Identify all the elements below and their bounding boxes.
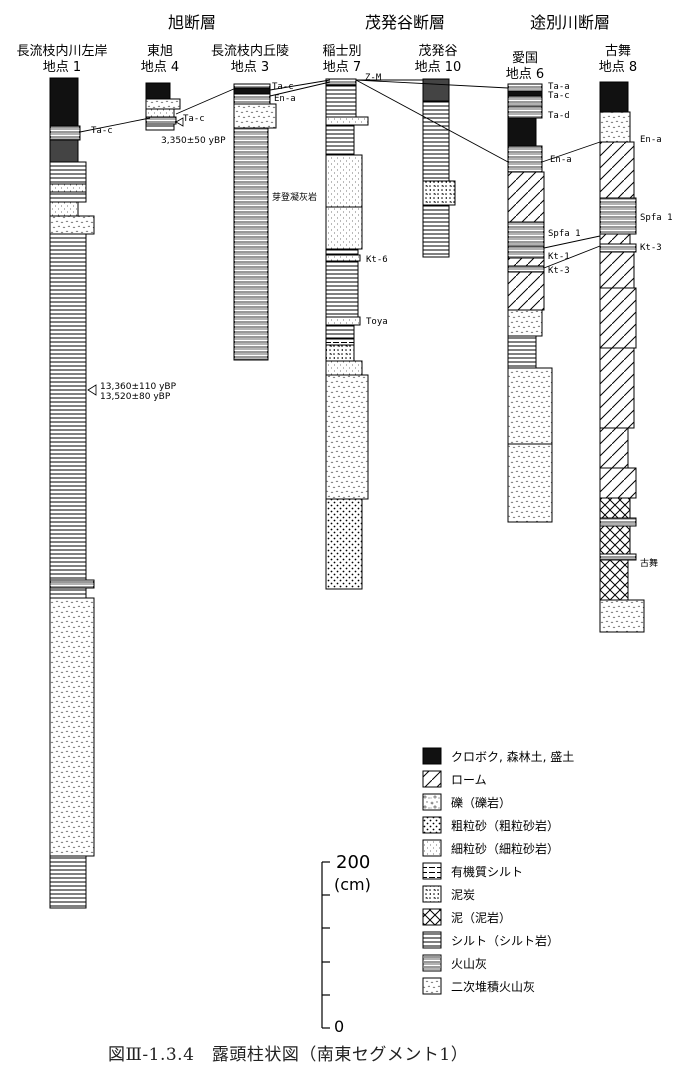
formation-note: 芽登凝灰岩 <box>272 191 317 203</box>
column-name: 東旭 <box>147 43 173 59</box>
column-name: 長流枝内川左岸 <box>16 43 107 59</box>
column-site-4 <box>145 82 181 131</box>
column-site-10 <box>422 78 456 258</box>
legend-label: 二次堆積火山灰 <box>451 979 535 994</box>
legend: クロボク, 森林土, 盛土 ローム 礫（礫岩） 粗粒砂（粗粒砂岩） 細粒砂（細粒… <box>422 747 574 995</box>
legend-swatch <box>422 839 442 857</box>
age-note: 13,520±80 yBP <box>100 392 171 402</box>
column-name: 稲士別 <box>322 44 361 59</box>
tephra-label: Ta-c <box>272 82 294 92</box>
tephra-label: En-a <box>550 155 572 165</box>
legend-label: 有機質シルト <box>451 864 523 879</box>
scale-bar <box>321 861 330 1029</box>
column-site: 地点 1 <box>43 60 81 75</box>
sample-marker-icon <box>175 117 184 127</box>
legend-swatch <box>422 885 442 903</box>
tephra-label: Z-M <box>365 73 382 83</box>
legend-swatch <box>422 770 442 788</box>
legend-label: 泥（泥岩） <box>451 910 511 925</box>
tephra-label: Kt-3 <box>640 243 662 253</box>
legend-swatch <box>422 747 442 765</box>
column-site: 地点 10 <box>415 60 462 75</box>
tephra-label: Ta-c <box>91 126 113 136</box>
sample-marker-icon <box>87 384 97 396</box>
legend-label: クロボク, 森林土, 盛土 <box>451 749 574 764</box>
column-site: 地点 6 <box>506 67 544 82</box>
legend-swatch <box>422 862 442 880</box>
tephra-label: Spfa 1 <box>548 229 581 239</box>
tephra-label: Spfa 1 <box>640 213 673 223</box>
column-site-8 <box>599 81 645 633</box>
column-site-7 <box>325 78 369 590</box>
legend-swatch <box>422 908 442 926</box>
legend-swatch <box>422 816 442 834</box>
tephra-label: Toya <box>366 317 388 327</box>
column-name: 古舞 <box>605 44 631 59</box>
legend-swatch <box>422 793 442 811</box>
tephra-label: Kt-1 <box>548 252 570 262</box>
scale-unit-label: (cm) <box>334 875 371 894</box>
column-site: 地点 7 <box>323 60 361 75</box>
correlation-lines <box>79 79 601 269</box>
tephra-label: En-a <box>640 135 662 145</box>
tephra-label: Ta-d <box>548 111 570 121</box>
age-note: 3,350±50 yBP <box>161 136 226 146</box>
legend-label: 細粒砂（細粒砂岩） <box>451 841 559 856</box>
column-site-3 <box>233 83 277 361</box>
legend-label: 火山灰 <box>451 957 487 971</box>
scale-top-label: 200 <box>336 852 370 873</box>
column-name: 愛国 <box>512 51 538 66</box>
column-site: 地点 3 <box>231 60 269 75</box>
column-site: 地点 8 <box>599 60 637 75</box>
tephra-label: Kt-6 <box>366 255 388 265</box>
scale-bottom-label: 0 <box>334 1017 344 1036</box>
tephra-label: En-a <box>274 94 296 104</box>
legend-label: ローム <box>451 773 487 787</box>
tephra-label: Ta-a <box>548 82 570 92</box>
age-note: 13,360±110 yBP <box>100 382 177 392</box>
tephra-label: Ta-c <box>548 91 570 101</box>
column-name: 長流枝内丘陵 <box>211 43 289 59</box>
column-site-6 <box>507 83 553 523</box>
legend-swatch <box>422 954 442 972</box>
tephra-label: 古舞 <box>640 557 658 569</box>
legend-label: 粗粒砂（粗粒砂岩） <box>451 818 559 833</box>
figure-caption: 図Ⅲ-1.3.4 露頭柱状図（南東セグメント1） <box>108 1045 469 1065</box>
legend-label: シルト（シルト岩） <box>451 933 559 948</box>
tephra-label: Kt-3 <box>548 266 570 276</box>
fault-heading: 途別川断層 <box>530 13 610 32</box>
tephra-label: Ta-c <box>183 114 205 124</box>
column-name: 茂発谷 <box>418 44 457 59</box>
legend-label: 泥炭 <box>451 888 475 902</box>
column-site: 地点 4 <box>141 60 179 75</box>
legend-swatch <box>422 977 442 995</box>
column-site-1 <box>49 77 95 909</box>
fault-heading: 茂発谷断層 <box>365 13 445 32</box>
fault-heading: 旭断層 <box>168 13 216 32</box>
legend-label: 礫（礫岩） <box>451 795 511 810</box>
legend-swatch <box>422 931 442 949</box>
